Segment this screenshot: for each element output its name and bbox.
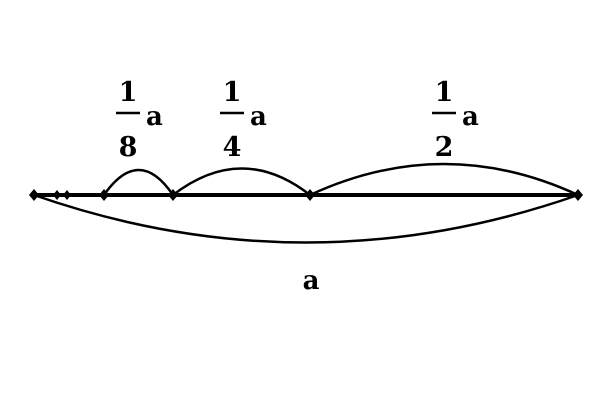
- label-one-quarter: 1 4 a: [220, 77, 267, 163]
- label-one-half-denominator: 2: [435, 132, 454, 163]
- point-end: [573, 189, 583, 201]
- point-one-half-start: [305, 189, 315, 201]
- arc-one-half: [309, 162, 579, 197]
- label-one-quarter-numerator: 1: [223, 77, 242, 108]
- arc-one-eighth: [102, 168, 175, 196]
- point-one-eighth-start: [99, 189, 109, 201]
- label-one-half: 1 2 a: [432, 77, 479, 163]
- point-start: [29, 189, 39, 201]
- label-one-quarter-denominator: 4: [223, 132, 242, 163]
- label-one-eighth: 1 8 a: [116, 77, 163, 163]
- label-total: a: [303, 266, 320, 296]
- label-one-eighth-numerator: 1: [119, 77, 138, 108]
- arc-one-quarter: [172, 167, 311, 196]
- label-one-quarter-variable: a: [250, 102, 267, 132]
- point-small-2: [63, 190, 71, 200]
- label-one-half-variable: a: [462, 102, 479, 132]
- arc-total: [33, 193, 579, 244]
- division-points: [29, 189, 583, 201]
- label-one-half-numerator: 1: [435, 77, 454, 108]
- label-one-eighth-variable: a: [146, 102, 163, 132]
- label-one-eighth-denominator: 8: [119, 132, 138, 163]
- point-one-quarter-start: [168, 189, 178, 201]
- point-small-1: [53, 190, 61, 200]
